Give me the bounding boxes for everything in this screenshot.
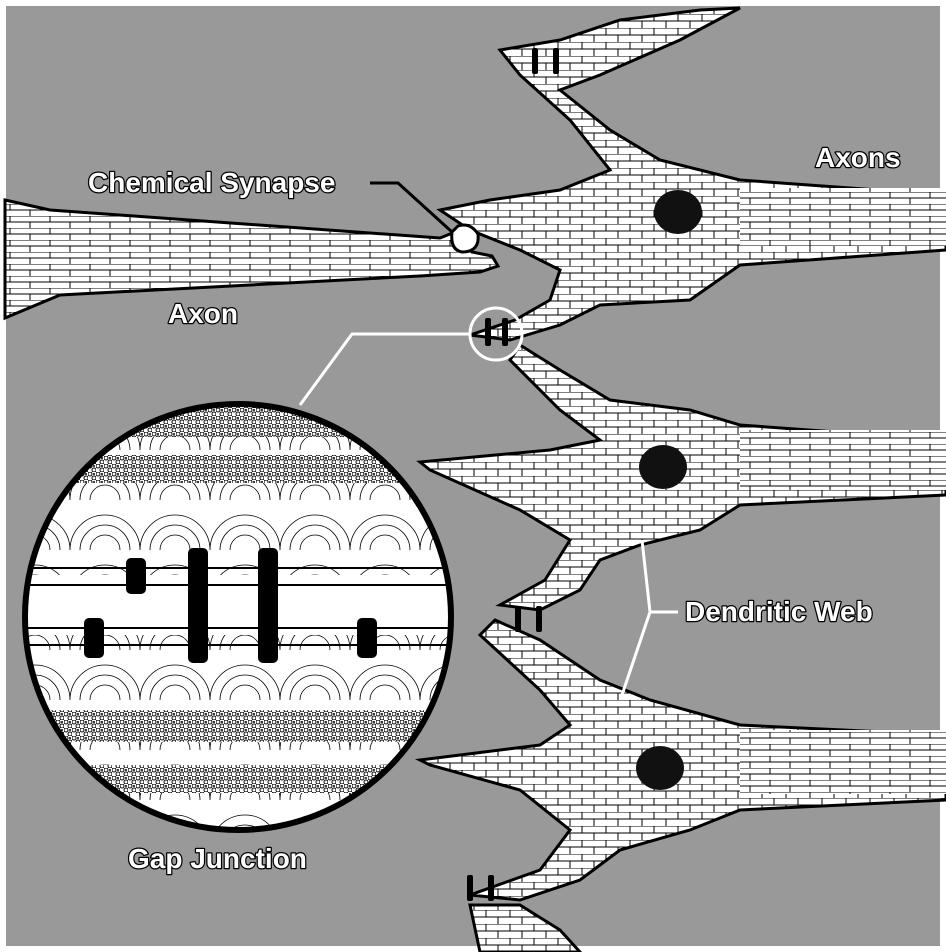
chemical-synapse [452, 225, 478, 252]
label-axons: Axons [815, 142, 901, 173]
label-axon: Axon [168, 298, 238, 329]
nucleus-2 [639, 445, 687, 489]
label-gap-junction: Gap Junction [128, 843, 307, 874]
nucleus-3 [636, 746, 684, 790]
nucleus-1 [654, 190, 702, 234]
label-chemical-synapse: Chemical Synapse [88, 167, 335, 198]
label-dendritic-web: Dendritic Web [685, 596, 873, 627]
